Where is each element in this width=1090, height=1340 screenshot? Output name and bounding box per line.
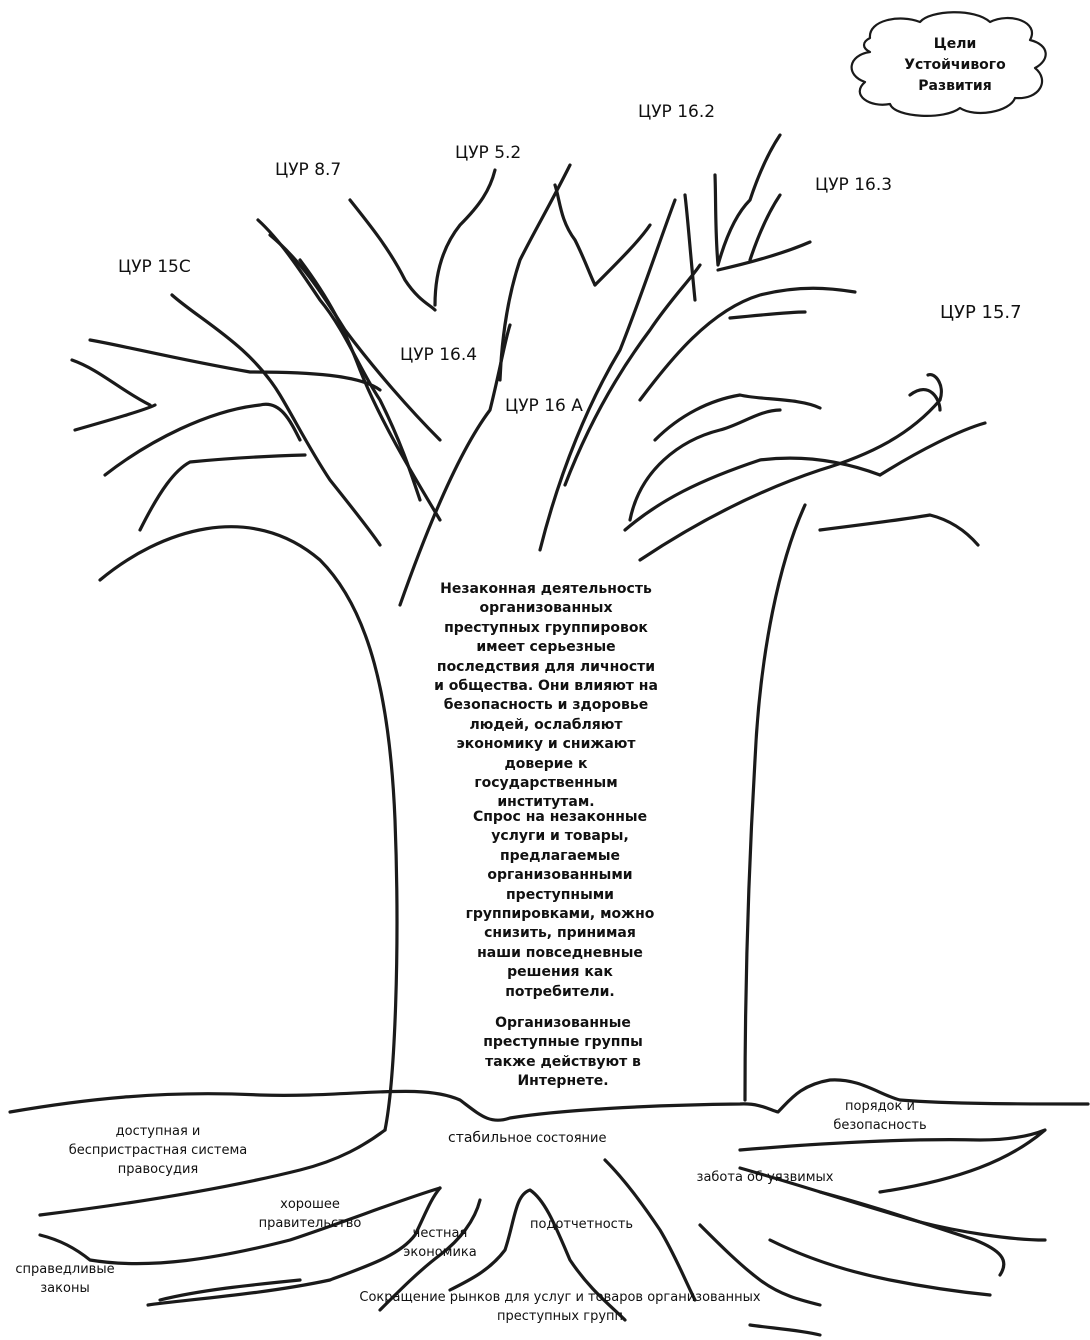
trunk-paragraph-1: Незаконная деятельность организованных п…: [434, 581, 658, 811]
branch-r3: [713, 133, 782, 267]
trunk-left-edge: [98, 525, 399, 1132]
root-justice-system: доступная и беспристрастная система прав…: [68, 1124, 248, 1177]
root-7: [738, 1128, 1047, 1194]
root-12: [748, 1323, 822, 1337]
sdg-16-4-label: ЦУР 16.4: [400, 345, 478, 365]
branch-l8: [268, 233, 442, 442]
root-10: [768, 1238, 992, 1297]
branch-r2: [683, 193, 697, 302]
trunk-paragraph-3: Организованные преступные группы также д…: [483, 1015, 643, 1090]
root-fair-laws: справедливые законы: [15, 1262, 115, 1296]
branch-l3: [73, 403, 157, 432]
trunk-inner-left: [398, 323, 512, 607]
trunk-inner-right: [538, 198, 677, 552]
branch-l2: [70, 358, 152, 407]
root-4: [378, 1198, 482, 1312]
root-order-security: порядок и безопасность: [833, 1099, 927, 1133]
root-13: [158, 1278, 302, 1302]
root-accountability: подотчетность: [530, 1217, 634, 1232]
root-5: [448, 1188, 627, 1322]
branch-r1: [593, 223, 652, 287]
root-3: [146, 1186, 442, 1307]
root-market-reduction: Сокращение рынков для услуг и товаров ор…: [359, 1290, 761, 1324]
branch-r11: [638, 373, 943, 562]
root-fair-economy: честная экономика: [403, 1226, 477, 1260]
branch-l13: [498, 163, 572, 382]
branch-r7: [728, 310, 807, 320]
sdg-16-3-label: ЦУР 16.3: [815, 175, 893, 195]
branch-r15: [908, 388, 942, 412]
branch-l6: [170, 293, 382, 547]
branch-l1: [88, 338, 382, 392]
ground-line: [8, 1078, 1090, 1122]
sdg-15-7-label: ЦУР 15.7: [940, 302, 1022, 323]
sdg-8-7-label: ЦУР 8.7: [275, 160, 342, 180]
branch-r12: [878, 421, 987, 477]
cloud-shape: [850, 11, 1047, 117]
branch-r6: [638, 286, 857, 402]
root-good-government: хорошее правительство: [258, 1197, 362, 1231]
root-stable-state-bold: стабиль: [448, 1130, 508, 1146]
branch-l9: [348, 198, 437, 312]
root-2: [38, 1186, 442, 1266]
root-1: [38, 1128, 387, 1217]
trunk-right-edge: [743, 503, 807, 1102]
root-stable-state-rest: ное состояние: [507, 1131, 607, 1146]
root-6: [603, 1158, 697, 1302]
branch-l5: [138, 453, 307, 532]
branch-r14: [563, 263, 702, 487]
trunk-paragraph-2: Спрос на незаконные услуги и товары, пре…: [465, 809, 655, 1000]
sdg-15c-label: ЦУР 15C: [118, 257, 191, 277]
branch-l4: [103, 402, 302, 477]
sdg-5-2-label: ЦУР 5.2: [455, 143, 522, 163]
root-stable-state: стабильное состояние: [448, 1129, 607, 1148]
sdg-16-2-label: ЦУР 16.2: [638, 102, 716, 122]
branch-r10: [623, 456, 882, 532]
root-9: [818, 1190, 1006, 1277]
branch-l10: [298, 258, 442, 522]
branch-r8: [653, 393, 822, 442]
branch-l12: [553, 183, 597, 287]
branch-r9: [628, 408, 782, 522]
root-care-vulnerable: забота об уязвимых: [696, 1170, 834, 1185]
branch-r13: [818, 513, 980, 547]
branch-r5: [748, 193, 782, 262]
sdg-16a-label: ЦУР 16 A: [505, 396, 583, 416]
branch-l11: [433, 168, 497, 307]
cloud-title: Цели Устойчивого Развития: [904, 36, 1006, 94]
root-11: [698, 1223, 822, 1307]
branch-r4: [716, 240, 812, 272]
